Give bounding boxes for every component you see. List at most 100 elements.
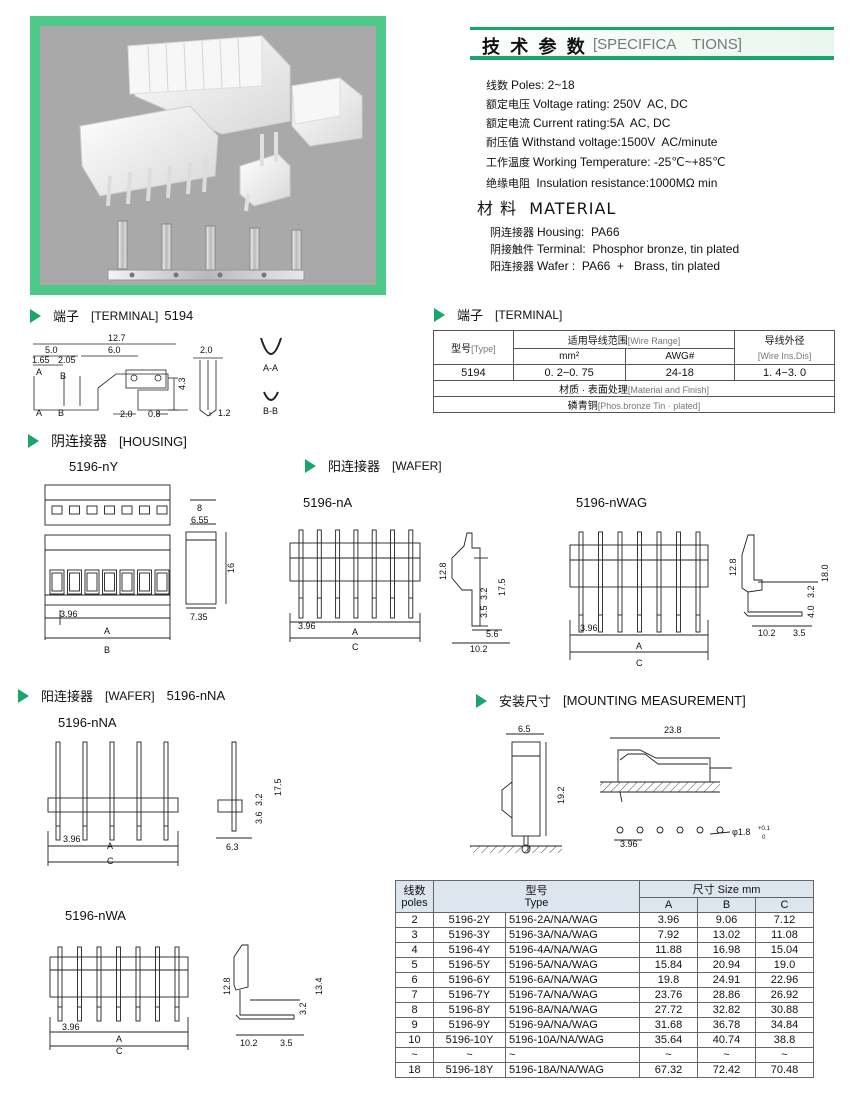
material-line-en: Terminal: Phosphor bronze, tin plated: [537, 242, 740, 256]
dim-wafer-nna-c: C: [107, 856, 114, 866]
wafer-na-pin: [408, 529, 414, 619]
wafer-na-pin: [371, 529, 377, 619]
dim-1-2: 1.2: [218, 408, 231, 418]
section-housing-cn: 阴连接器: [51, 434, 107, 450]
pole-cell: 67.32: [639, 1062, 698, 1078]
dim-a-upper: A: [36, 367, 42, 377]
dim-0-8: 0.8: [148, 409, 161, 419]
pole-cell: ~: [433, 1047, 506, 1063]
wafer-nwa-pin: [155, 946, 160, 1022]
pt-poles-cn: 线数: [403, 884, 426, 897]
dim-2-0-bottom: 2.0: [120, 409, 133, 419]
pole-cell: 26.92: [755, 987, 814, 1003]
mount-hole: [676, 826, 684, 834]
section-wafer-na-code: 5196-nNA: [166, 688, 226, 703]
label-5196-ny: 5196-nY: [69, 459, 119, 474]
label-aa: A-A: [263, 363, 278, 373]
spec-line-en: Working Temperature: -25℃~+85℃: [533, 155, 726, 169]
wafer-nwag-pin: [695, 531, 701, 633]
spec-line-cn: 工作温度: [486, 156, 530, 169]
pole-cell: 5196-10Y: [433, 1032, 506, 1048]
dim-wafer-nwag-4-0: 4.0: [806, 605, 816, 618]
spec-line-en: Voltage rating: 250V AC, DC: [533, 97, 688, 111]
dim-wafer-nna-6-3: 6.3: [226, 842, 239, 852]
pole-cell: 23.76: [639, 987, 698, 1003]
pole-cell: 5196-6Y: [433, 972, 506, 988]
section-wafer-cn: 阳连接器: [328, 460, 381, 475]
dim-wafer-na-pitch: 3.96: [298, 621, 316, 631]
dim-wafer-nna-3-2: 3.2: [254, 793, 264, 806]
dim-wafer-na-3-5: 3.5: [479, 605, 489, 618]
terminal-drawing: 12.7 5.0 6.0 1.65 2.05 A B A B 4.3 2.0 0…: [32, 333, 282, 419]
pt-poles-en: poles: [401, 896, 428, 909]
dim-wafer-na-3-2: 3.2: [479, 587, 489, 600]
pole-cell: 30.88: [755, 1002, 814, 1018]
pole-cell: 4: [395, 942, 434, 958]
dim-wafer-na-a: A: [352, 627, 358, 637]
pole-cell: ~: [639, 1047, 698, 1063]
housing-slot-inner: [121, 572, 133, 592]
dim-wafer-nwa-c: C: [116, 1046, 123, 1055]
pole-cell: 28.86: [697, 987, 756, 1003]
section-housing: 阴连接器 [HOUSING]: [28, 431, 187, 451]
pole-cell: 32.82: [697, 1002, 756, 1018]
dim-wafer-nwa-13-4: 13.4: [314, 977, 324, 995]
wafer-nwag-pin: [617, 531, 623, 633]
triangle-bullet-icon: [30, 308, 41, 323]
pole-cell: 5196-8Y: [433, 1002, 506, 1018]
housing-latch: [104, 505, 115, 515]
tt-ins-label: 导线外径: [764, 336, 805, 348]
tt-mm2: mm²: [512, 348, 626, 365]
material-line-en: Wafer : PA66 + Brass, tin plated: [537, 259, 721, 273]
pt-col-b: B: [697, 897, 756, 913]
wafer-nwa-pin: [96, 946, 102, 1022]
pole-cell: 2: [395, 912, 434, 928]
pole-cell: 35.64: [639, 1032, 698, 1048]
pole-cell: 5: [395, 957, 434, 973]
connector-photo-image: [79, 35, 363, 281]
housing-latch: [86, 505, 98, 515]
dim-wafer-nwa-pitch: 3.96: [62, 1022, 80, 1032]
spec-line: 绝缘电阻 Insulation resistance:1000MΩ min: [486, 173, 836, 194]
pole-cell: 19.0: [755, 957, 814, 973]
wafer-na-pin: [353, 529, 359, 619]
svg-text:+0.1: +0.1: [758, 826, 771, 832]
housing-latch: [121, 505, 133, 515]
triangle-bullet-icon: [476, 693, 487, 708]
wafer-nna-pin: [109, 741, 115, 841]
tt-type-value: 5194: [433, 364, 514, 381]
dim-2-0-top: 2.0: [200, 345, 213, 355]
housing-slot: [84, 569, 100, 595]
wafer-nwa-pin: [135, 946, 141, 1022]
pole-cell: 8: [395, 1002, 434, 1018]
mounting-drawing: 6.5 19.2 23.8 3.96 φ1.8 +0.1 0: [470, 724, 771, 854]
housing-slot-inner: [139, 572, 150, 592]
wafer-na-pin: [335, 529, 341, 619]
pole-cell: ~: [755, 1047, 814, 1063]
pole-cell: 5196-2Y: [433, 912, 506, 928]
pole-cell: 3.96: [639, 912, 698, 928]
tt-type-label: 型号: [451, 344, 472, 355]
wafer-nwag-pin: [578, 531, 584, 633]
pt-col-a: A: [639, 897, 698, 913]
pt-size: 尺寸 Size mm: [639, 880, 814, 898]
pole-cell: 15.04: [755, 942, 814, 958]
pole-cell: 3: [395, 927, 434, 943]
housing-latch: [156, 505, 168, 515]
housing-slot: [119, 569, 135, 595]
tt-ins-en: [Wire Ins.Dis]: [734, 348, 835, 365]
wafer-na-drawing: 3.96 A C 12.8 3.2 3.5 17.5 5.6 10.2: [289, 529, 510, 654]
wafer-nna-pin: [136, 741, 142, 841]
spec-line-en: Current rating:5A AC, DC: [533, 116, 671, 130]
pole-cell: 5196-5A/NA/WAG: [504, 957, 641, 973]
pole-cell: 6: [395, 972, 434, 988]
wafer-na-pin: [298, 529, 304, 619]
dim-wafer-nwag-12-8: 12.8: [728, 558, 738, 576]
pole-cell: 27.72: [639, 1002, 698, 1018]
pole-cell: ~: [395, 1047, 434, 1063]
section-terminal-code: 5194: [164, 308, 194, 323]
